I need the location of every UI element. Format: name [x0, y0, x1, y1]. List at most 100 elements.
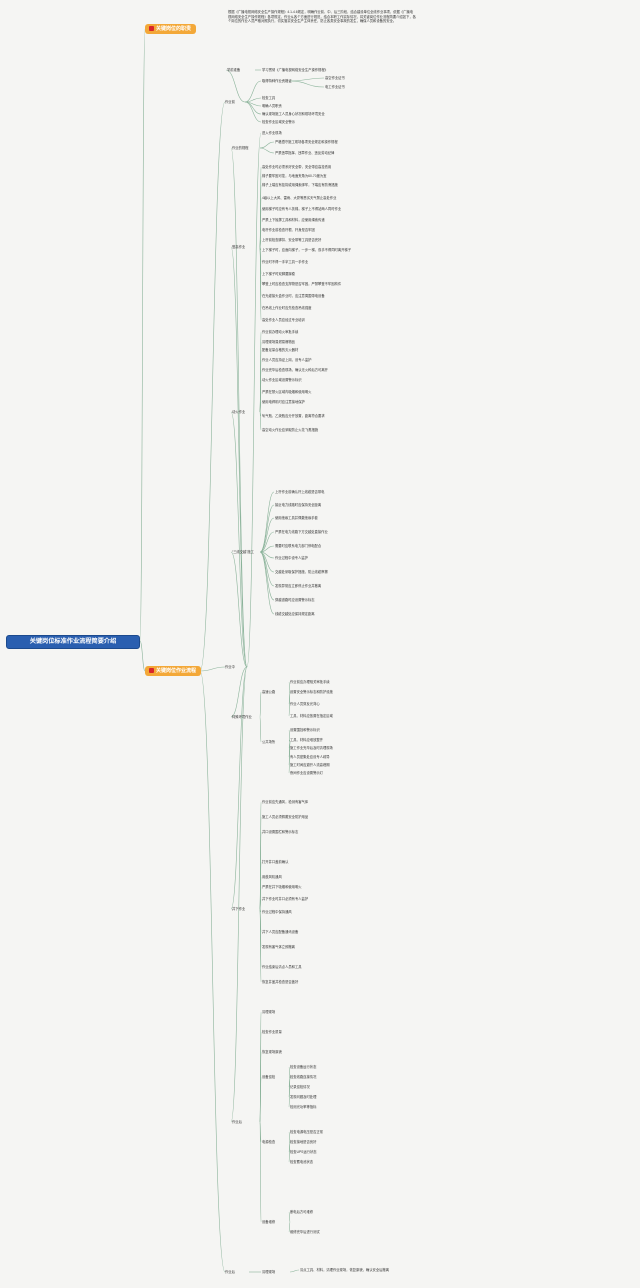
mind-map-node[interactable]: 梯子要牢固可靠，与地面夹角为60-70度为宜	[262, 174, 327, 178]
mind-map-node[interactable]: 作业后	[225, 1270, 235, 1274]
mind-map-node[interactable]: 检查作业区域安全警示	[262, 120, 295, 124]
mind-map-node[interactable]: 井口设置围栏和警示标志	[262, 830, 299, 834]
mind-map-node[interactable]: 登高作业	[232, 245, 246, 249]
mind-map-node[interactable]: 使用电焊机时应注意接地保护	[262, 400, 305, 404]
mind-map-node[interactable]: 作业中	[225, 665, 235, 669]
mind-map-node[interactable]: 检查线路连接情况	[290, 1075, 317, 1079]
mind-map-node[interactable]: 设置安全警示标志和防护设施	[290, 690, 333, 694]
mind-map-node[interactable]: 作业结束后清点人员和工具	[262, 965, 302, 969]
mind-map-node[interactable]: 高空动火作业应采取防止火花飞溅措施	[262, 428, 319, 432]
mind-map-node[interactable]: 明确人员职责	[262, 104, 282, 108]
mind-map-node[interactable]: 严禁在电力线路下方交越处直接作业	[275, 530, 328, 534]
mind-map-node[interactable]: 需要时应联系电力部门停电配合	[275, 544, 322, 548]
mind-map-node[interactable]: 高处作业时必须系好安全带，安全带应高挂低用	[262, 165, 332, 169]
mind-map-node[interactable]: 恢复井盖并检查是否盖好	[262, 980, 299, 984]
mind-map-node[interactable]: 高处作业人员应经过专业培训	[262, 318, 305, 322]
mind-map-node[interactable]: 断电后方可维修	[290, 1210, 314, 1214]
mind-map-node[interactable]: 公共场所	[262, 740, 276, 744]
mind-map-node[interactable]: 动火作业区域设置警示标识	[262, 378, 302, 382]
mind-map-node[interactable]: 作业完毕后检查现场，确认无火种后方可离开	[262, 368, 328, 372]
mind-map-node[interactable]: 作业前应办理相关审批手续	[290, 680, 330, 684]
mind-map-node[interactable]: 作业人员穿反光背心	[290, 702, 320, 706]
mind-map-node[interactable]: 检测光功率等指标	[290, 1105, 317, 1109]
mind-map-node[interactable]: 学习贯彻《广播电视网络安全生产操作规程》	[262, 68, 328, 72]
mind-map-node[interactable]: 施工人员必须佩戴安全防护用品	[262, 815, 309, 819]
mind-map-node[interactable]: 作业前办理动火审批手续	[262, 330, 299, 334]
mind-map-node[interactable]: 工具、材料应放置在指定区域	[290, 714, 333, 718]
mind-map-node[interactable]: 发现异常应立即停止作业并撤离	[275, 584, 322, 588]
mind-map-node[interactable]: 使用梯子时应有专人扶梯，梯子上不得站两人同时作业	[262, 207, 342, 211]
mind-map-node[interactable]: “三线交越”施工	[232, 550, 254, 554]
mind-map-node[interactable]: 上下梯子时双脚要踩稳	[262, 272, 295, 276]
mind-map-node[interactable]: 施工时间应避开人流高峰期	[290, 763, 330, 767]
mind-map-node[interactable]: 学前准备	[227, 68, 241, 72]
highlight-node-duties[interactable]: 关键岗位的职责	[145, 24, 197, 34]
mind-map-node[interactable]: 检查作业质量	[262, 1030, 282, 1034]
mind-map-node[interactable]: 特殊环境作业	[232, 715, 252, 719]
mind-map-node[interactable]: 检查蓄电池状态	[290, 1160, 314, 1164]
mind-map-node[interactable]: 设备维修	[262, 1220, 276, 1224]
mind-map-node[interactable]: 严禁违章指挥、违章作业、违反劳动纪律	[275, 151, 335, 155]
mind-map-node[interactable]: 井下人员应配备通讯设备	[262, 930, 299, 934]
mind-map-node[interactable]: 交越处采取保护措施，防止线缆摩擦	[275, 570, 328, 574]
mind-map-node[interactable]: 配备足量合格的灭火器材	[262, 348, 299, 352]
mind-map-node[interactable]: 在吊线上作业时应先检查吊线强度	[262, 306, 312, 310]
root-node[interactable]: 关键岗位标准作业流程简要介绍	[6, 635, 140, 649]
mind-map-node[interactable]: 严禁上下抛掷工具和材料，应使用绳索传递	[262, 218, 325, 222]
mind-map-node[interactable]: 工具、材料应堆放整齐	[290, 738, 323, 742]
mind-map-node[interactable]: 使用绝缘工具并佩戴绝缘手套	[275, 516, 318, 520]
mind-map-node[interactable]: 在光缆接头盒作业时，应注意周围带电设备	[262, 294, 325, 298]
mind-map-node[interactable]: 进入作业现场	[262, 131, 282, 135]
mind-map-node[interactable]: 氧气瓶、乙炔瓶应分开放置，距离符合要求	[262, 414, 325, 418]
mind-map-node[interactable]: 严禁在井下吸烟和使用明火	[262, 885, 302, 889]
mind-map-node[interactable]: 作业前	[225, 100, 235, 104]
highlight-node-process[interactable]: 关键岗位作业流程	[145, 666, 202, 676]
mind-map-node[interactable]: 检查接地是否良好	[290, 1140, 317, 1144]
mind-map-node[interactable]: 清理现场	[262, 1010, 276, 1014]
mind-map-node[interactable]: 发现问题及时处理	[290, 1095, 317, 1099]
mind-map-node[interactable]: 作业时不得一手拿工具一手作业	[262, 260, 309, 264]
mind-map-node[interactable]: 设备巡检	[262, 1075, 276, 1079]
mind-map-node[interactable]: 梯子上端应有挂钩或用绳索绑牢，下端应有防滑措施	[262, 183, 338, 187]
mind-map-node[interactable]: 严格遵守施工现场各项安全规定和操作规程	[275, 140, 338, 144]
mind-map-node[interactable]: 记录巡检情况	[290, 1085, 310, 1089]
mind-map-node[interactable]: 严禁在禁火区域内吸烟和使用明火	[262, 390, 312, 394]
mind-map-node[interactable]: 线缆交越处应保持规定距离	[275, 612, 315, 616]
mind-map-node[interactable]: 作业过程中设专人监护	[275, 556, 308, 560]
mind-map-node[interactable]: 设置围挡和警示标识	[290, 728, 320, 732]
mind-map-node[interactable]: 检查工具	[262, 96, 276, 100]
mind-map-node[interactable]: 上下梯子时，应面向梯子，一步一梯，双手不得同时离开梯子	[262, 248, 352, 252]
mind-map-node[interactable]: 高速公路	[262, 690, 276, 694]
mind-map-node[interactable]: 夜间作业应设置警示灯	[290, 771, 323, 775]
mind-map-node[interactable]: 恢复现场原貌	[262, 1050, 282, 1054]
mind-map-node[interactable]: 确认现场施工人员身心状况和现场环境安全	[262, 112, 325, 116]
mind-map-node[interactable]: 作业的规程	[232, 146, 249, 150]
mind-map-node[interactable]: 4级以上大风、雷雨、大雾等恶劣天气禁止高处作业	[262, 196, 337, 200]
mind-map-node[interactable]: 作业过程中保持通风	[262, 910, 292, 914]
mind-map-node[interactable]: 用鼓风机通风	[262, 875, 282, 879]
mind-map-node[interactable]: 清理现场	[262, 1270, 276, 1274]
mind-map-node[interactable]: 上杆前检查脚扣、安全带等工具是否完好	[262, 238, 322, 242]
mind-map-node[interactable]: 施工作业完毕后及时清理现场	[290, 746, 333, 750]
mind-map-node[interactable]: 发现有害气体立即撤离	[262, 945, 295, 949]
mind-map-node[interactable]: 攀登上时应检查支撑物是否牢固，严禁攀登不牢固构件	[262, 282, 342, 286]
mind-map-node[interactable]: 作业前应先通风，检测有害气体	[262, 800, 309, 804]
mind-map-node[interactable]: 井下作业	[232, 907, 246, 911]
mind-map-node[interactable]: 上杆作业前确认杆上线缆是否带电	[275, 490, 325, 494]
mind-map-node[interactable]: 作业人员应持证上岗，设专人监护	[262, 358, 312, 362]
mind-map-node[interactable]: 检查设备运行状态	[290, 1065, 317, 1069]
mind-map-node[interactable]: 电源检查	[262, 1140, 276, 1144]
mind-map-node[interactable]: 接近电力线路时应保持安全距离	[275, 503, 322, 507]
mind-map-node[interactable]: 动火作业	[232, 410, 246, 414]
mind-map-node[interactable]: 打开井口盖前确认	[262, 860, 289, 864]
mind-map-node[interactable]: 井下作业时井口必须有专人监护	[262, 897, 309, 901]
mind-map-node[interactable]: 检查电源电压是否正常	[290, 1130, 323, 1134]
mind-map-node[interactable]: 高空作业证书	[325, 76, 345, 80]
mind-map-node[interactable]: 维修完毕后进行测试	[290, 1230, 320, 1234]
mind-map-node[interactable]: 作业后	[232, 1120, 242, 1124]
mind-map-node[interactable]: 电杆作业前检查杆根、杆身是否牢固	[262, 228, 315, 232]
mind-map-node[interactable]: 穿越道路时应设置警示标志	[275, 598, 315, 602]
mind-map-node[interactable]: 检查UPS运行状态	[290, 1150, 317, 1154]
mind-map-node[interactable]: 清点工具、材料，清理作业现场，恢复原貌，确认安全后撤离	[300, 1268, 390, 1272]
mind-map-node[interactable]: 电工作业证书	[325, 85, 345, 89]
